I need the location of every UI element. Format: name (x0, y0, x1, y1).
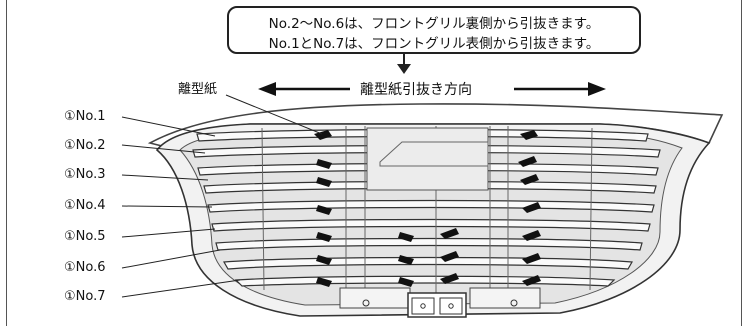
left-frame-line (6, 0, 7, 326)
part-label-no5: ①No.5 (64, 229, 106, 244)
release-paper-label: 離型紙 (178, 82, 218, 97)
part-label-no7: ①No.7 (64, 289, 106, 304)
part-label-no3: ①No.3 (64, 167, 106, 182)
part-label-no4: ①No.4 (64, 198, 106, 213)
part-label-no2: ①No.2 (64, 138, 106, 153)
instruction-callout: No.2～No.6は、フロントグリル裏側から引抜きます。 No.1とNo.7は、… (227, 6, 641, 54)
part-label-no6: ①No.6 (64, 260, 106, 275)
callout-line-1: No.2～No.6は、フロントグリル裏側から引抜きます。 (268, 16, 600, 32)
left-direction-arrow (258, 82, 276, 96)
callout-pointer-arrow (397, 64, 411, 74)
callout-line-2: No.1とNo.7は、フロントグリル表側から引抜きます。 (268, 36, 600, 52)
pull-direction-label: 離型紙引抜き方向 (356, 79, 476, 99)
part-label-no1: ①No.1 (64, 109, 106, 124)
right-frame-line (741, 0, 742, 326)
right-direction-arrow (588, 82, 606, 96)
